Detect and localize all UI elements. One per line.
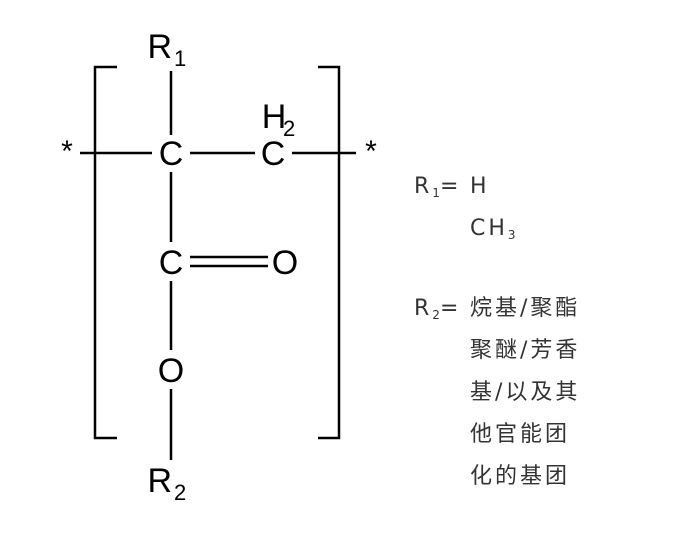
right-bracket — [318, 65, 341, 440]
legend-r2-symbol: R2= — [414, 296, 462, 322]
left-bracket — [93, 65, 117, 440]
r2-subscript: 2 — [174, 480, 186, 505]
r1-subscript: 1 — [174, 46, 186, 71]
h2-subscript: 2 — [283, 116, 295, 141]
right-end-star: * — [365, 135, 377, 168]
legend-r1-option-ch3: CH3 — [470, 216, 516, 242]
r2-label: R — [147, 462, 172, 500]
c-alpha-atom: C — [159, 135, 184, 173]
c-carbonyl-atom: C — [159, 244, 184, 282]
legend-r1-symbol: R1= — [414, 174, 462, 200]
o-ester-atom: O — [158, 352, 184, 390]
legend-r2-line-3: 基/以及其 — [470, 380, 581, 405]
legend-r1-r: R — [414, 174, 433, 199]
legend-r2-line-4: 他官能团 — [470, 422, 571, 447]
legend-r1-option-h: H — [470, 174, 490, 199]
legend-r2-line-2: 聚醚/芳香 — [470, 338, 581, 363]
legend-r1-equals: = — [439, 174, 462, 199]
legend-r1-ch: CH — [470, 216, 508, 241]
legend-r2-equals: = — [439, 296, 462, 321]
o-carbonyl-atom: O — [272, 244, 298, 282]
legend-r2-line-5: 化的基团 — [470, 464, 571, 489]
legend-r1-ch3-index: 3 — [507, 228, 516, 242]
legend-r2-line-1: 烷基/聚酯 — [470, 296, 581, 321]
left-end-star: * — [61, 135, 73, 168]
r1-label: R — [147, 28, 172, 66]
legend-r2-index: 2 — [432, 308, 440, 322]
c-methylene-atom: C — [261, 135, 286, 173]
h2-h-label: H — [262, 98, 287, 136]
legend-r1-index: 1 — [432, 186, 440, 200]
legend-r2-r: R — [414, 296, 433, 321]
